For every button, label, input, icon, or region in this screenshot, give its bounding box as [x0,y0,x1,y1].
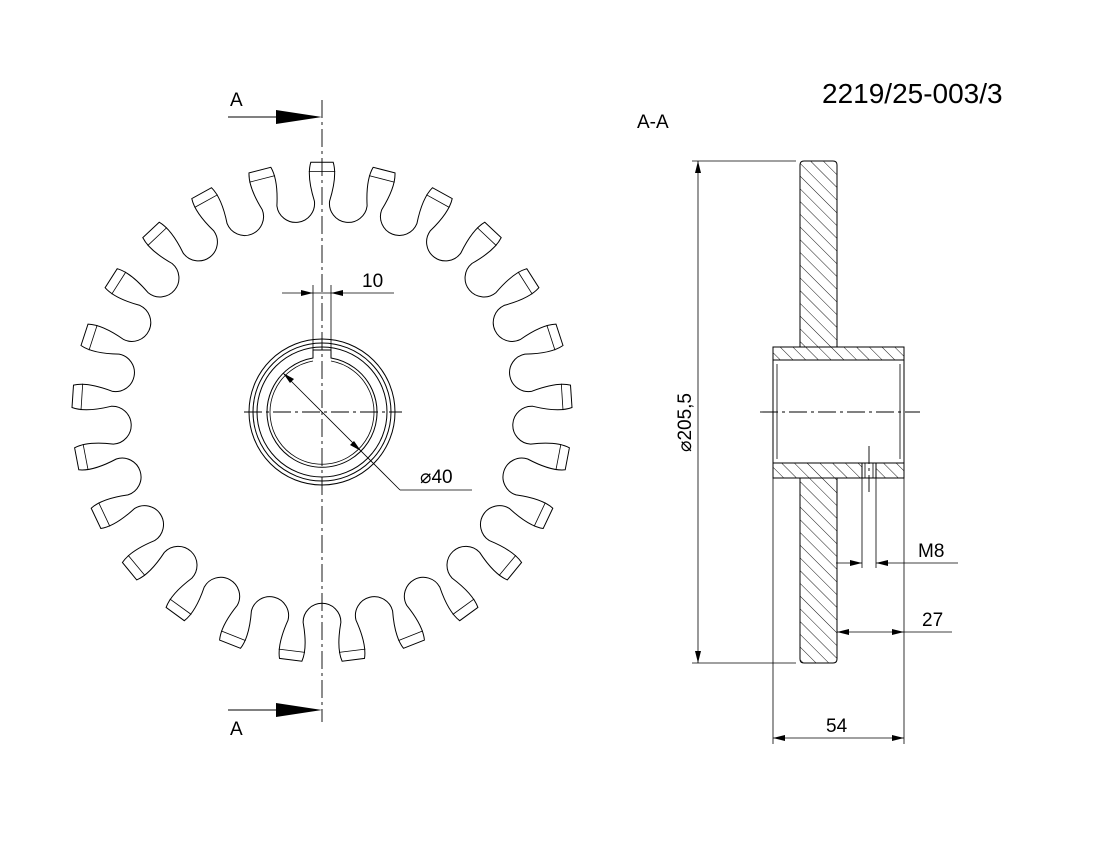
bore-with-keyway [266,349,378,468]
section-view: A-A M8 [637,112,958,744]
sprocket-outline [71,161,573,662]
hub-inner-circle [256,346,388,478]
hub-outline [772,346,905,479]
bore-diameter-dimension: ⌀40 [282,372,472,491]
hub-outer-circle [248,338,396,486]
outer-diameter-dimension: ⌀205,5 [675,160,796,664]
tooth-tip-line [368,175,395,183]
hub-wall-lower [772,462,905,479]
hub-length-dimension: 54 [772,478,905,744]
tooth-tip-line [169,598,192,615]
tooth-tip-line [546,324,556,351]
outer-diameter-label: ⌀205,5 [675,393,696,452]
tooth-tip-line [88,324,98,351]
tooth-tip-line [80,383,84,411]
tooth-tip-line [111,271,127,295]
tooth-tip-line [398,630,424,641]
tooth-tip-line [278,648,306,653]
tooth-tip-line [560,383,564,411]
keyway-width-label: 10 [362,271,383,292]
tooth-tip-line [220,630,246,641]
part-number: 2219/25-003/3 [822,78,1003,109]
thread-dimension: M8 [836,541,958,566]
keyway-dimension: 10 [282,271,394,350]
section-label-bottom: A [230,719,243,740]
hub-wall-upper [772,346,905,361]
tooth-tips [80,170,564,653]
tooth-tip-line [426,194,450,208]
thread-label: M8 [918,541,944,562]
front-view: A A 10 [71,90,573,740]
tooth-tip-line [98,502,111,527]
section-arrow-top: A [228,90,322,124]
tooth-tip-line [476,227,497,246]
plate-section-lower [799,477,838,664]
tooth-tip-line [249,175,276,183]
tooth-tip-line [147,227,168,246]
plate-section-upper [799,160,838,348]
tooth-tip-line [194,194,218,208]
hub-offset-dimension: 27 [837,610,952,635]
tooth-tip-line [517,271,533,295]
tooth-tip-line [533,502,546,527]
section-arrow-bottom: A [228,703,322,740]
hub-offset-label: 27 [922,610,943,631]
tooth-tip-line [127,554,146,576]
threaded-hole [861,446,877,568]
tooth-tip-line [452,598,475,615]
tooth-tip-line [498,554,517,576]
section-view-title: A-A [637,112,669,133]
tooth-tip-line [82,444,89,471]
tooth-tip-line [555,444,562,471]
bore-diameter-label: ⌀40 [420,467,453,488]
bore-chamfer [269,360,375,465]
hub-chamfer-circle [252,342,392,482]
tooth-tip-line [338,648,366,653]
section-label-top: A [230,90,243,111]
hub-length-label: 54 [826,716,848,737]
